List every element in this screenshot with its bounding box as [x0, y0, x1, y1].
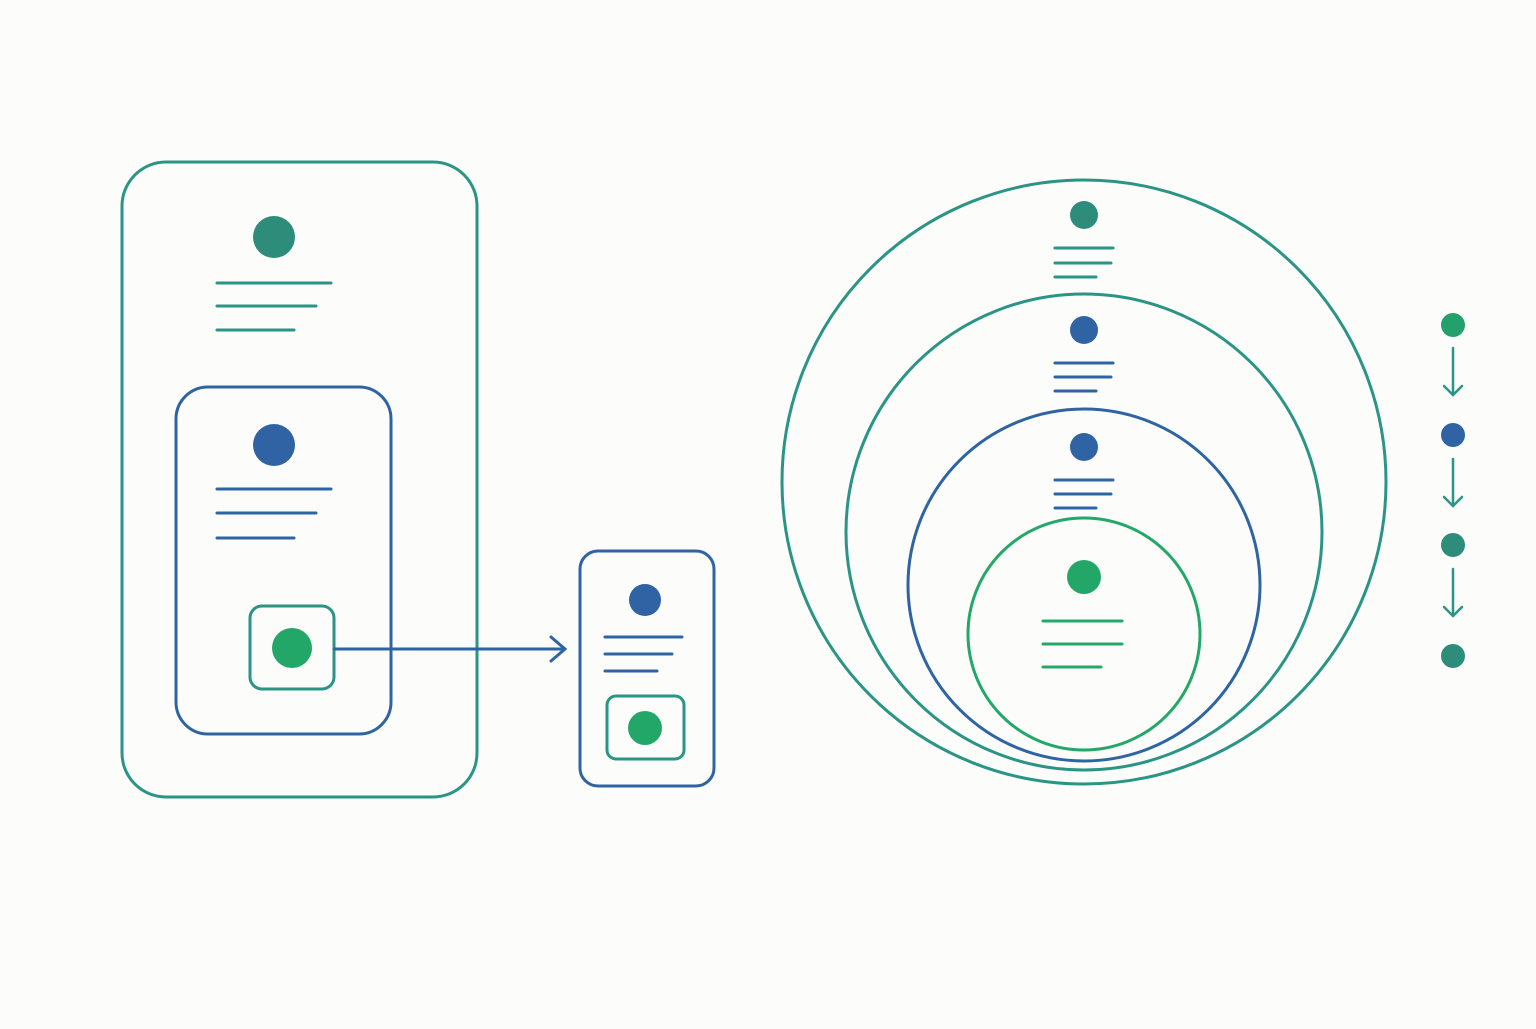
- extracted-card-text-lines-icon: [603, 635, 684, 673]
- middle-box: [174, 385, 393, 736]
- circle-innermost: [966, 516, 1202, 752]
- circle-innermost-node-icon: [1067, 560, 1101, 594]
- circle-second: [844, 292, 1324, 772]
- circle-third-text-lines-icon: [1053, 478, 1115, 510]
- extracted-card-group: [578, 549, 716, 788]
- circle-outermost: [780, 178, 1388, 786]
- extract-arrow-icon: [332, 635, 568, 663]
- circle-third: [906, 407, 1262, 763]
- inner-box-node-icon: [272, 628, 312, 668]
- sequence-down-arrow-icon-2: [1442, 457, 1464, 508]
- sequence-node-icon-3: [1441, 533, 1465, 557]
- circle-second-node-icon: [1070, 316, 1098, 344]
- circle-outermost-node-icon: [1070, 201, 1098, 229]
- sequence-node-icon-4: [1441, 644, 1465, 668]
- outer-box: [120, 160, 479, 799]
- sequence-node-icon-1: [1441, 313, 1465, 337]
- outer-box-text-lines-icon: [215, 281, 333, 332]
- extracted-card-inner-box: [605, 694, 686, 761]
- middle-box-text-lines-icon: [215, 487, 333, 540]
- circle-second-text-lines-icon: [1053, 361, 1115, 393]
- nested-boxes-group: [120, 160, 479, 799]
- extracted-card-node-icon: [629, 584, 661, 616]
- sequence-down-arrow-icon-3: [1442, 567, 1464, 618]
- middle-box-node-icon: [253, 424, 295, 466]
- circle-innermost-text-lines-icon: [1041, 619, 1124, 669]
- circle-outermost-text-lines-icon: [1053, 246, 1115, 279]
- extracted-card-inner-node-icon: [628, 711, 662, 745]
- sequence-group: [1441, 313, 1465, 668]
- nested-circles-group: [780, 178, 1388, 786]
- sequence-down-arrow-icon-1: [1442, 346, 1464, 397]
- circle-third-node-icon: [1070, 433, 1098, 461]
- extracted-card: [578, 549, 716, 788]
- outer-box-node-icon: [253, 216, 295, 258]
- sequence-node-icon-2: [1441, 423, 1465, 447]
